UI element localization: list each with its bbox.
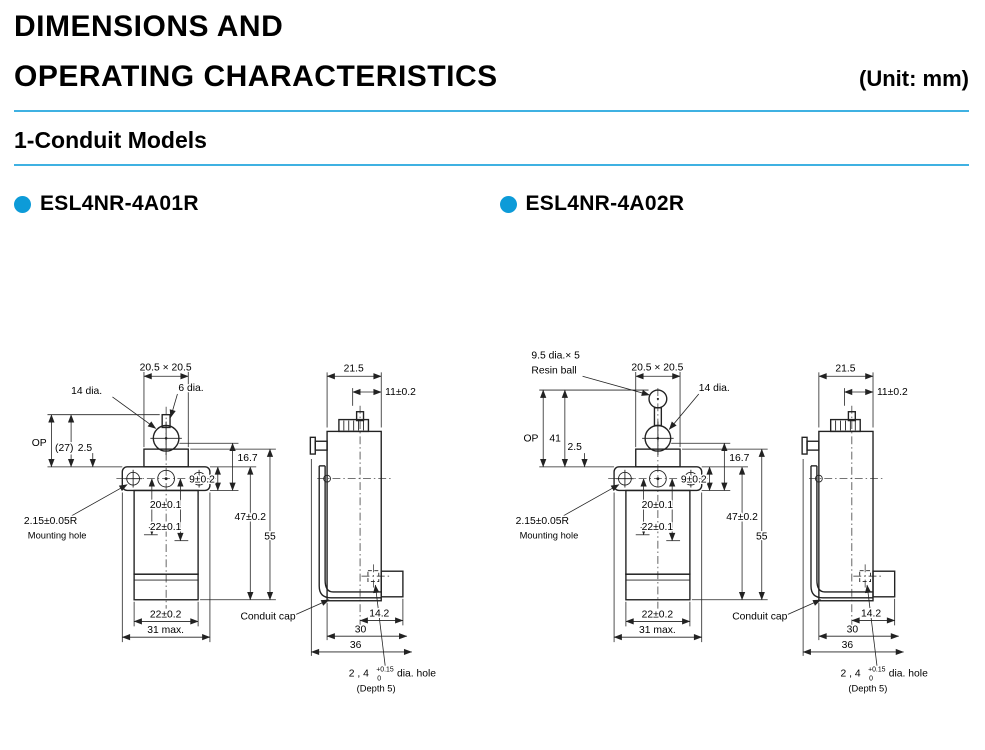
dim-op-ref: (27)	[55, 443, 73, 454]
title-row: OPERATING CHARACTERISTICS (Unit: mm)	[14, 60, 969, 94]
dim-41: 41	[549, 433, 561, 444]
side-lever-inner	[324, 465, 382, 593]
resin-ball-label: Resin ball	[531, 365, 576, 376]
section-divider-rule	[14, 164, 969, 166]
front-dimension-lines	[48, 373, 274, 641]
dimension-drawings-row: 20.5 × 20.5 14 dia. 6 dia. OP (27) 2.5 9…	[14, 340, 969, 702]
dim-20: 20±0.1	[150, 500, 182, 511]
mounting-hole-label: Mounting hole	[28, 531, 87, 541]
dim-55: 55	[264, 532, 276, 543]
dim-head: 20.5 × 20.5	[140, 362, 192, 373]
dim-22: 22±0.1	[150, 522, 182, 533]
front-dimension-lines	[539, 373, 765, 641]
front-labels: 9.5 dia.× 5 Resin ball 20.5 × 20.5 14 di…	[514, 349, 769, 638]
side-lever-outer	[318, 465, 382, 599]
dim-op: OP	[523, 433, 538, 444]
switch-base	[133, 573, 199, 601]
dim-roller-dia: 14 dia.	[698, 383, 729, 394]
dim-11: 11±0.2	[876, 387, 907, 398]
drawing-esl4nr-4a02r: 9.5 dia.× 5 Resin ball 20.5 × 20.5 14 di…	[514, 349, 929, 695]
dim-36: 36	[841, 640, 853, 651]
side-dimension-lines	[293, 373, 413, 666]
dim-21-5: 21.5	[344, 363, 364, 374]
side-knob	[805, 440, 820, 451]
dim-47: 47±0.2	[726, 512, 758, 523]
side-knob-cap	[800, 436, 808, 455]
dim-11: 11±0.2	[385, 387, 416, 398]
bullet-icon	[499, 195, 517, 213]
model-header-esl4nr-4a02r: ESL4NR-4A02R	[492, 192, 970, 216]
side-dimension-lines	[784, 373, 904, 666]
dim-base-width: 22±0.2	[641, 609, 673, 620]
hole-tol-zero: 0	[869, 675, 873, 682]
page-title-line2: OPERATING CHARACTERISTICS	[14, 60, 498, 93]
dim-overall-width: 31 max.	[639, 625, 676, 636]
hole-tol-plus: +0.15	[376, 667, 394, 674]
datasheet-page: DIMENSIONS AND OPERATING CHARACTERISTICS…	[14, 10, 969, 702]
side-lever-inner	[815, 465, 873, 593]
dim-16-7: 16.7	[237, 453, 257, 464]
model-name: ESL4NR-4A02R	[525, 192, 685, 215]
divider-rule	[14, 110, 969, 112]
hole-note-prefix: 2 , 4	[840, 669, 860, 680]
conduit-cap-label: Conduit cap	[240, 611, 295, 622]
conduit-boss	[871, 570, 895, 598]
section-title: 1-Conduit Models	[14, 127, 207, 153]
dim-36: 36	[350, 640, 362, 651]
dim-pretravel: 2.5	[567, 442, 582, 453]
page-title-line1: DIMENSIONS AND	[14, 10, 284, 43]
side-labels: 21.5 11±0.2 Conduit cap 14.2 30 36 2 , 4…	[730, 362, 929, 695]
conduit-boss	[380, 570, 404, 598]
dim-16-7: 16.7	[729, 453, 749, 464]
front-labels: 20.5 × 20.5 14 dia. 6 dia. OP (27) 2.5 9…	[22, 361, 277, 638]
hole-note-prefix: 2 , 4	[349, 669, 369, 680]
side-knob-cap	[309, 436, 316, 455]
hole-tol-plus: +0.15	[868, 667, 886, 674]
side-lever-outer	[809, 465, 873, 599]
dim-21-5: 21.5	[835, 363, 855, 374]
hole-depth-label: (Depth 5)	[357, 683, 396, 693]
dim-op: OP	[32, 438, 47, 449]
front-view-outline	[607, 388, 708, 609]
dim-roller-dia: 14 dia.	[71, 386, 102, 397]
hole-note-suffix: dia. hole	[397, 669, 436, 680]
hole-depth-label: (Depth 5)	[848, 683, 887, 693]
unit-note: (Unit: mm)	[859, 66, 969, 91]
drawing-esl4nr-4a01r: 20.5 × 20.5 14 dia. 6 dia. OP (27) 2.5 9…	[22, 361, 438, 695]
dim-20: 20±0.1	[641, 500, 673, 511]
dim-9: 9±0.2	[189, 475, 215, 486]
dim-47: 47±0.2	[235, 512, 267, 523]
dim-30: 30	[846, 624, 858, 635]
front-view-outline	[116, 406, 216, 609]
dim-mount-radius: 2.15±0.05R	[515, 516, 568, 527]
bullet-icon	[14, 195, 31, 213]
dim-14-2: 14.2	[369, 609, 389, 620]
dim-9: 9±0.2	[680, 475, 706, 486]
model-name: ESL4NR-4A01R	[40, 192, 199, 215]
dim-22: 22±0.1	[641, 522, 673, 533]
dim-overall-width: 31 max.	[147, 625, 184, 636]
model-headers-row: ESL4NR-4A01R ESL4NR-4A02R	[14, 192, 969, 216]
dim-14-2: 14.2	[860, 609, 880, 620]
hole-note-suffix: dia. hole	[888, 669, 927, 680]
dim-30: 30	[355, 624, 367, 635]
hole-tol-zero: 0	[377, 675, 381, 682]
dim-55: 55	[756, 532, 768, 543]
side-labels: 21.5 11±0.2 Conduit cap 14.2 30 36 2 , 4…	[239, 362, 438, 695]
dim-ball-dia: 9.5 dia.× 5	[531, 351, 580, 362]
dim-pin-dia: 6 dia.	[178, 383, 203, 394]
dim-pretravel: 2.5	[78, 443, 93, 454]
dim-head: 20.5 × 20.5	[631, 362, 683, 373]
side-view-outline	[800, 405, 895, 629]
dim-mount-radius: 2.15±0.05R	[24, 516, 77, 527]
dim-base-width: 22±0.2	[150, 609, 182, 620]
side-head-cap	[338, 418, 370, 433]
side-view-outline	[309, 405, 404, 629]
mounting-hole-label: Mounting hole	[519, 531, 578, 541]
conduit-cap-label: Conduit cap	[732, 611, 787, 622]
side-knob	[314, 440, 328, 451]
model-header-esl4nr-4a01r: ESL4NR-4A01R	[14, 192, 492, 216]
side-head-cap	[829, 418, 861, 433]
